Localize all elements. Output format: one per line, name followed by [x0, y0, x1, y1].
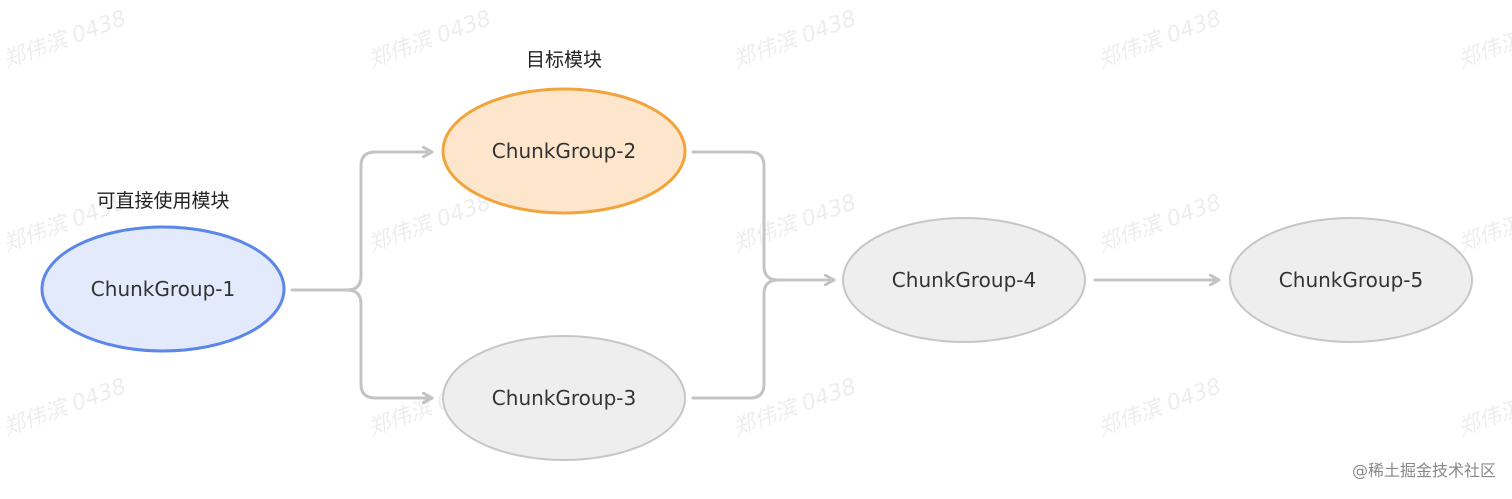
watermark: 郑伟滨 0438 [0, 374, 130, 442]
node-shape [441, 87, 687, 215]
node-shape [842, 217, 1086, 343]
node-label: ChunkGroup-5 [1279, 268, 1423, 292]
annotation-direct-use-module: 可直接使用模块 [96, 190, 229, 212]
node-chunkgroup-2[interactable]: ChunkGroup-2 [441, 87, 687, 215]
watermark: 郑伟滨 0438 [730, 374, 860, 442]
node-chunkgroup-4[interactable]: ChunkGroup-4 [842, 217, 1086, 343]
watermark: 郑伟滨 0438 [1095, 374, 1225, 442]
edge-cg3-to-cg4 [691, 278, 780, 400]
watermark: 郑伟滨 0438 [1455, 190, 1512, 258]
node-chunkgroup-3[interactable]: ChunkGroup-3 [442, 335, 686, 461]
watermark: 郑伟滨 0438 [1455, 6, 1512, 74]
node-shape [442, 335, 686, 461]
annotation-target-module: 目标模块 [526, 49, 602, 71]
watermark: 郑伟滨 0438 [0, 6, 130, 74]
node-label: ChunkGroup-2 [492, 139, 636, 163]
watermark: 郑伟滨 0438 [1095, 190, 1225, 258]
node-label: ChunkGroup-1 [91, 277, 235, 301]
node-chunkgroup-5[interactable]: ChunkGroup-5 [1229, 217, 1473, 343]
node-shape [40, 225, 286, 353]
node-shape [1229, 217, 1473, 343]
node-label: ChunkGroup-3 [492, 386, 636, 410]
watermark: 郑伟滨 0438 [1455, 374, 1512, 442]
watermark: 郑伟滨 0438 [365, 190, 495, 258]
watermarks: 郑伟滨 0438 郑伟滨 0438 郑伟滨 0438 郑伟滨 0438 郑伟滨 … [0, 6, 1512, 442]
footer-credit: @稀土掘金技术社区 [1352, 461, 1496, 480]
node-label: ChunkGroup-4 [892, 268, 1036, 292]
edge-cg1-to-cg3 [345, 288, 434, 398]
watermark: 郑伟滨 0438 [730, 6, 860, 74]
node-chunkgroup-1[interactable]: ChunkGroup-1 [40, 225, 286, 353]
watermark: 郑伟滨 0438 [365, 6, 495, 74]
watermark: 郑伟滨 0438 [1095, 6, 1225, 74]
watermark: 郑伟滨 0438 [730, 190, 860, 258]
edges [290, 152, 1221, 400]
